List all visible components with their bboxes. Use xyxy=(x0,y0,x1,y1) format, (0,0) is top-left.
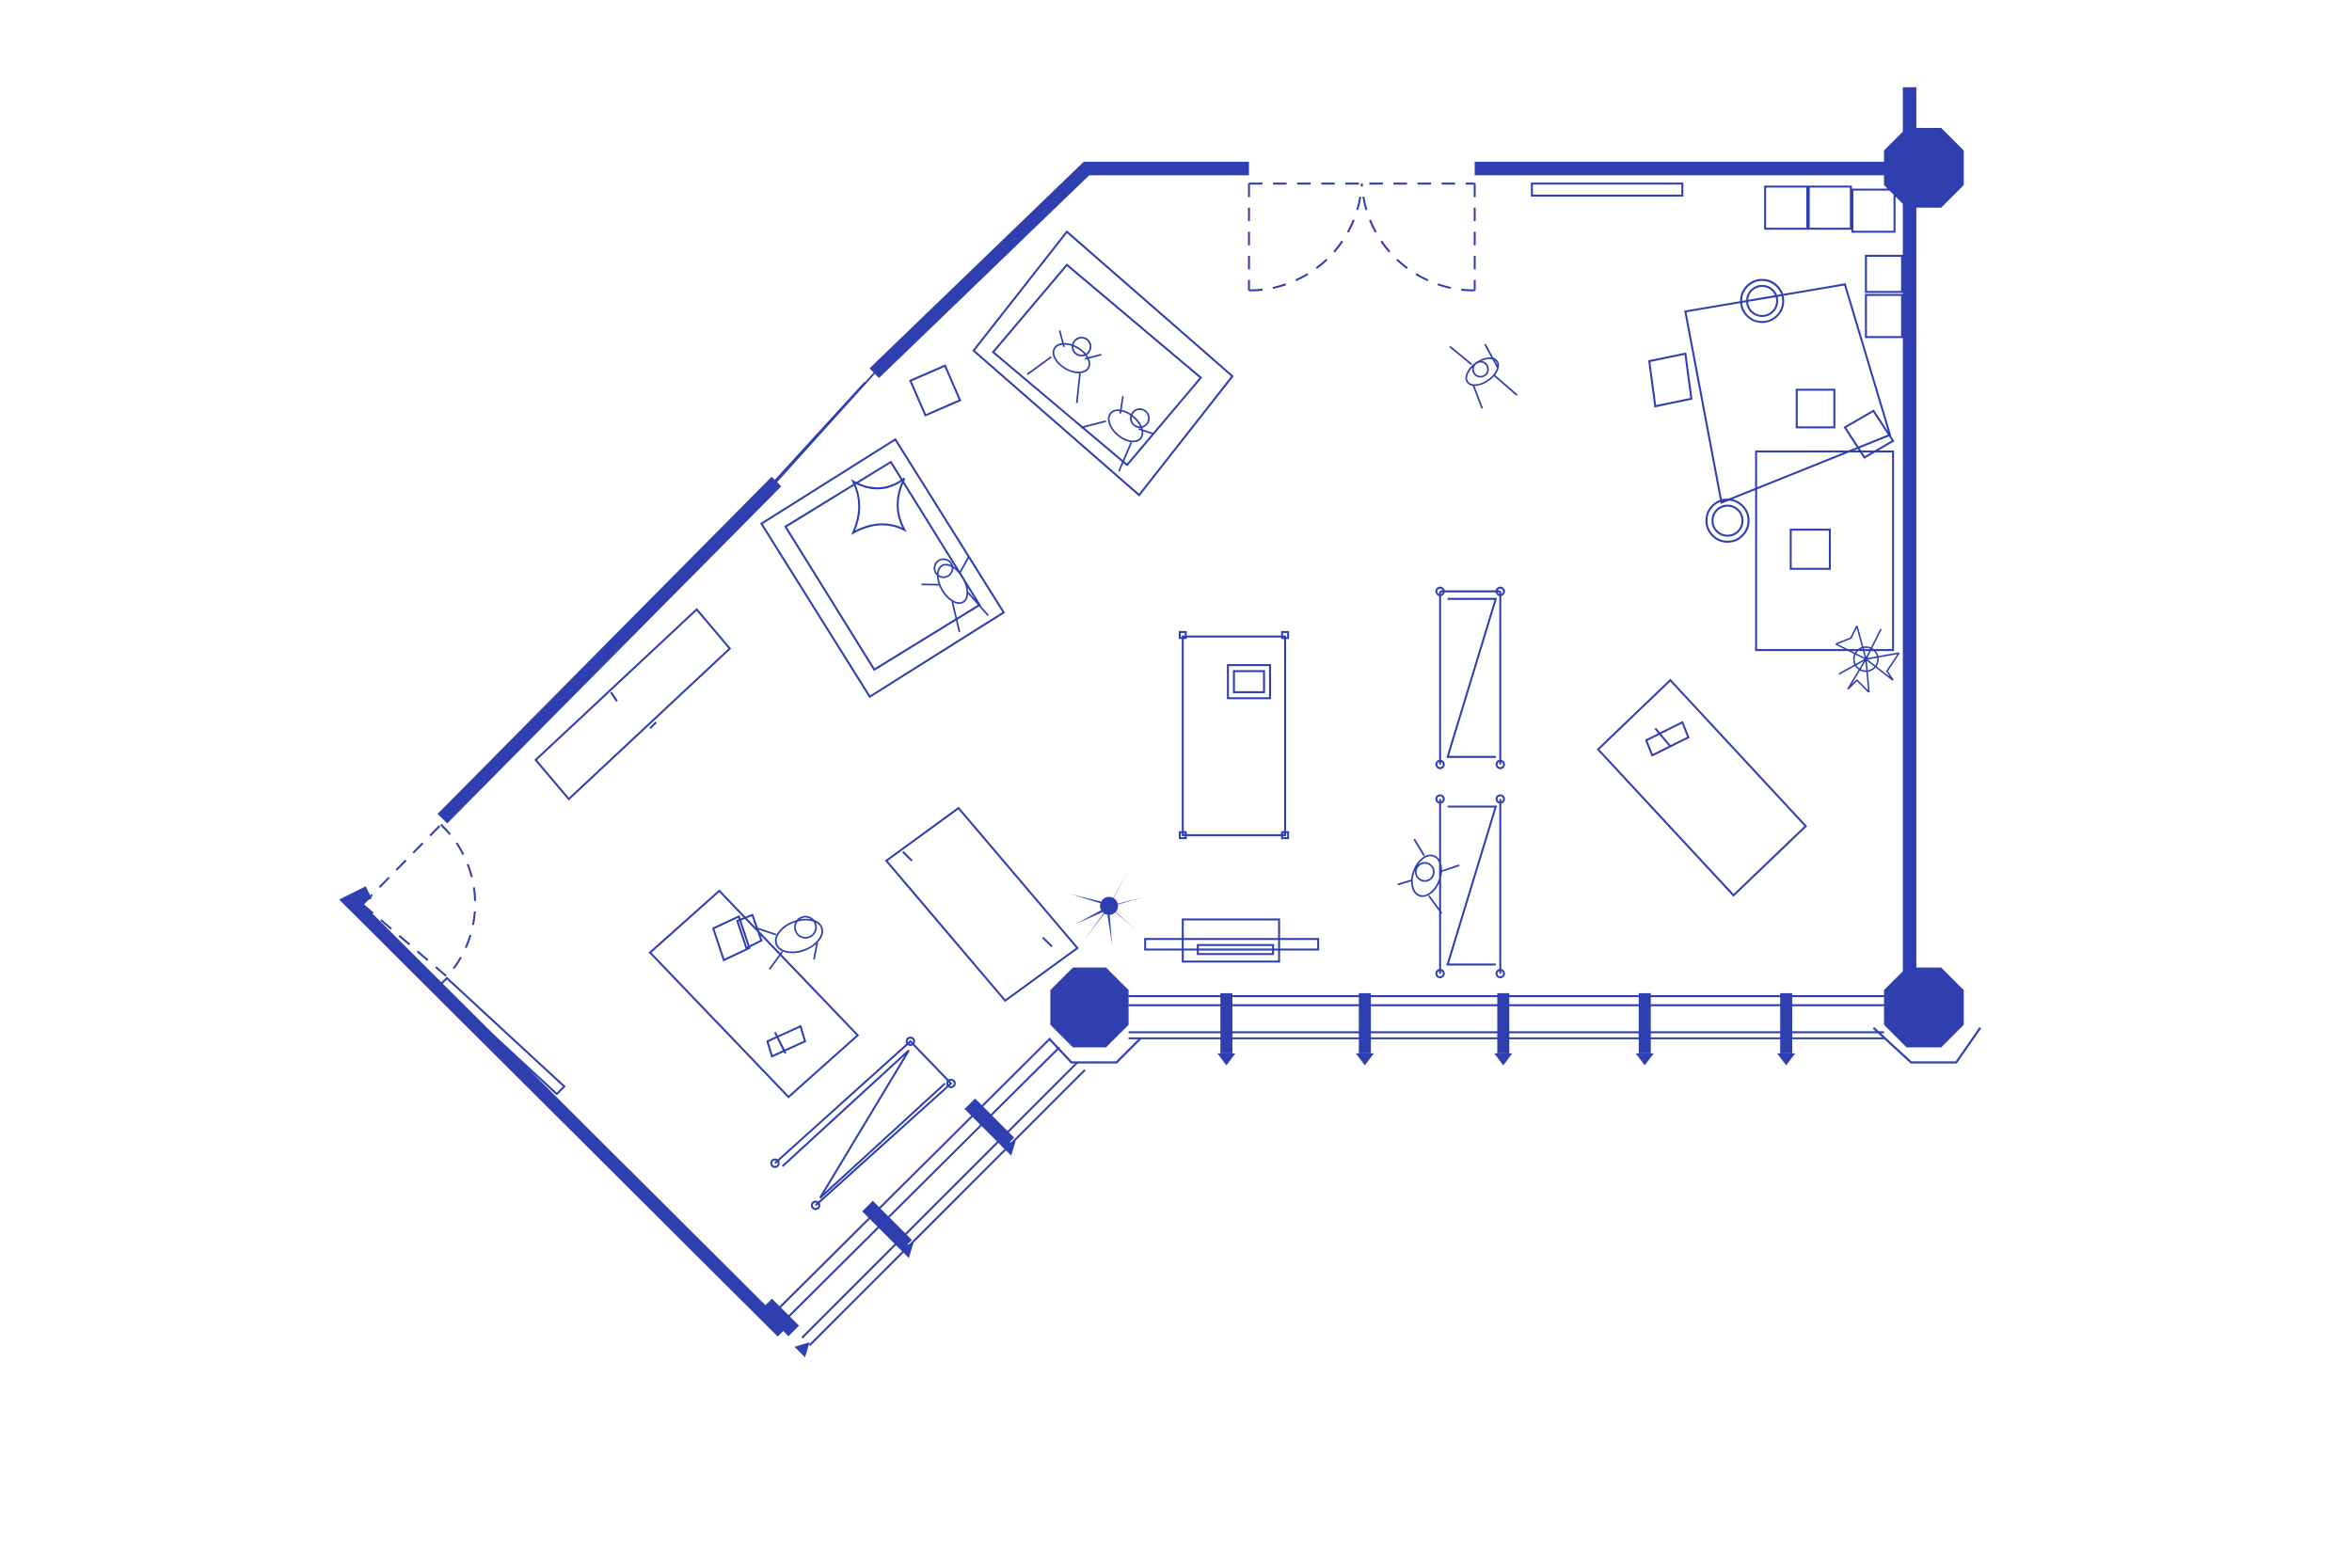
stool xyxy=(909,185,1903,570)
bench xyxy=(437,182,1684,1096)
single-door xyxy=(361,823,477,978)
exterior-wall xyxy=(339,87,1916,1337)
structural-column xyxy=(1048,127,1981,1064)
person xyxy=(757,915,823,970)
laptop xyxy=(711,913,763,962)
window-mullion-wall xyxy=(1128,992,1884,1066)
lounge-sofa xyxy=(759,230,1234,699)
window-mullion-wall xyxy=(761,1037,1086,1358)
potted-plant xyxy=(1070,626,1900,945)
person xyxy=(1080,396,1154,472)
person xyxy=(1397,838,1460,914)
person xyxy=(1449,343,1518,409)
double-door xyxy=(1248,182,1476,292)
desk xyxy=(648,283,1895,1099)
product-display xyxy=(766,721,1690,1058)
clothing-rack xyxy=(770,586,1505,1211)
person xyxy=(921,557,989,633)
person xyxy=(1026,330,1102,404)
